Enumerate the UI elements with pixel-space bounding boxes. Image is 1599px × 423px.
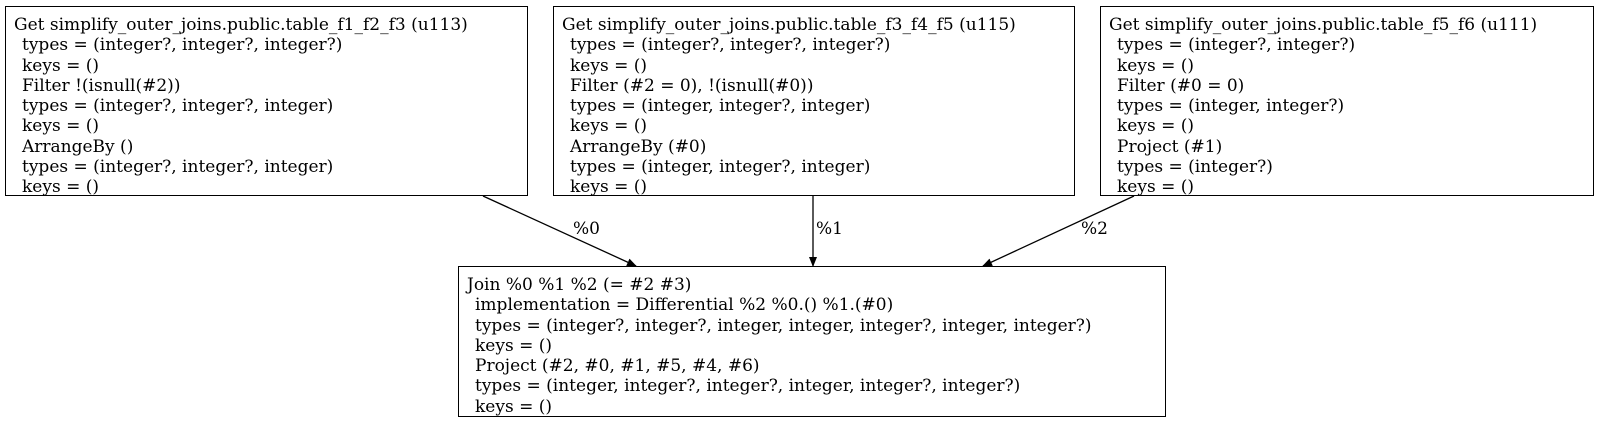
node-title: Get simplify_outer_joins.public.table_f3… — [562, 15, 1016, 35]
node-line: types = (integer, integer?, integer) — [570, 96, 871, 117]
node-line: keys = () — [475, 396, 553, 417]
node-line: types = (integer?, integer?, integer, in… — [475, 315, 1092, 336]
edge-label-2: %2 — [1081, 219, 1108, 239]
node-get-table-f1-f2-f3: Get simplify_outer_joins.public.table_f1… — [5, 6, 528, 198]
node-get-table-f3-f4-f5: Get simplify_outer_joins.public.table_f3… — [553, 6, 1075, 198]
node-line: keys = () — [475, 335, 553, 356]
node-title: Join %0 %1 %2 (= #2 #3) — [467, 275, 692, 295]
node-title: Get simplify_outer_joins.public.table_f5… — [1109, 15, 1538, 35]
node-line: keys = () — [1117, 116, 1195, 137]
node-line: types = (integer?) — [1117, 157, 1273, 178]
node-line: keys = () — [22, 116, 100, 137]
node-line: keys = () — [570, 55, 648, 76]
node-line: types = (integer, integer?) — [1117, 96, 1345, 117]
node-line: types = (integer?, integer?, integer) — [22, 96, 334, 117]
node-line: Filter (#0 = 0) — [1117, 75, 1245, 96]
edge-label-1: %1 — [816, 219, 843, 239]
node-line: ArrangeBy () — [22, 136, 134, 157]
node-line: types = (integer?, integer?) — [1117, 35, 1356, 56]
node-line: types = (integer?, integer?, integer?) — [22, 35, 343, 56]
node-line: keys = () — [22, 55, 100, 76]
node-line: Filter (#2 = 0), !(isnull(#0)) — [570, 75, 814, 96]
node-line: Project (#1) — [1117, 136, 1223, 157]
edge-label-0: %0 — [573, 219, 600, 239]
node-line: keys = () — [570, 177, 648, 198]
node-line: types = (integer?, integer?, integer?) — [570, 35, 891, 56]
node-line: types = (integer, integer?, integer) — [570, 157, 871, 178]
node-title: Get simplify_outer_joins.public.table_f1… — [14, 15, 468, 35]
node-line: keys = () — [22, 177, 100, 198]
node-line: types = (integer?, integer?, integer) — [22, 157, 334, 178]
node-get-table-f5-f6: Get simplify_outer_joins.public.table_f5… — [1100, 6, 1594, 198]
edge-f1-f2-f3-to-join — [482, 195, 637, 267]
node-join: Join %0 %1 %2 (= #2 #3) implementation =… — [458, 266, 1166, 417]
node-line: keys = () — [570, 116, 648, 137]
node-line: Project (#2, #0, #1, #5, #4, #6) — [475, 356, 760, 377]
node-line: types = (integer, integer?, integer?, in… — [475, 376, 1021, 397]
node-line: ArrangeBy (#0) — [570, 136, 707, 157]
node-line: keys = () — [1117, 177, 1195, 198]
node-line: Filter !(isnull(#2)) — [22, 75, 181, 96]
edge-f5-f6-to-join — [982, 195, 1135, 267]
node-line: implementation = Differential %2 %0.() %… — [475, 295, 894, 316]
node-line: keys = () — [1117, 55, 1195, 76]
